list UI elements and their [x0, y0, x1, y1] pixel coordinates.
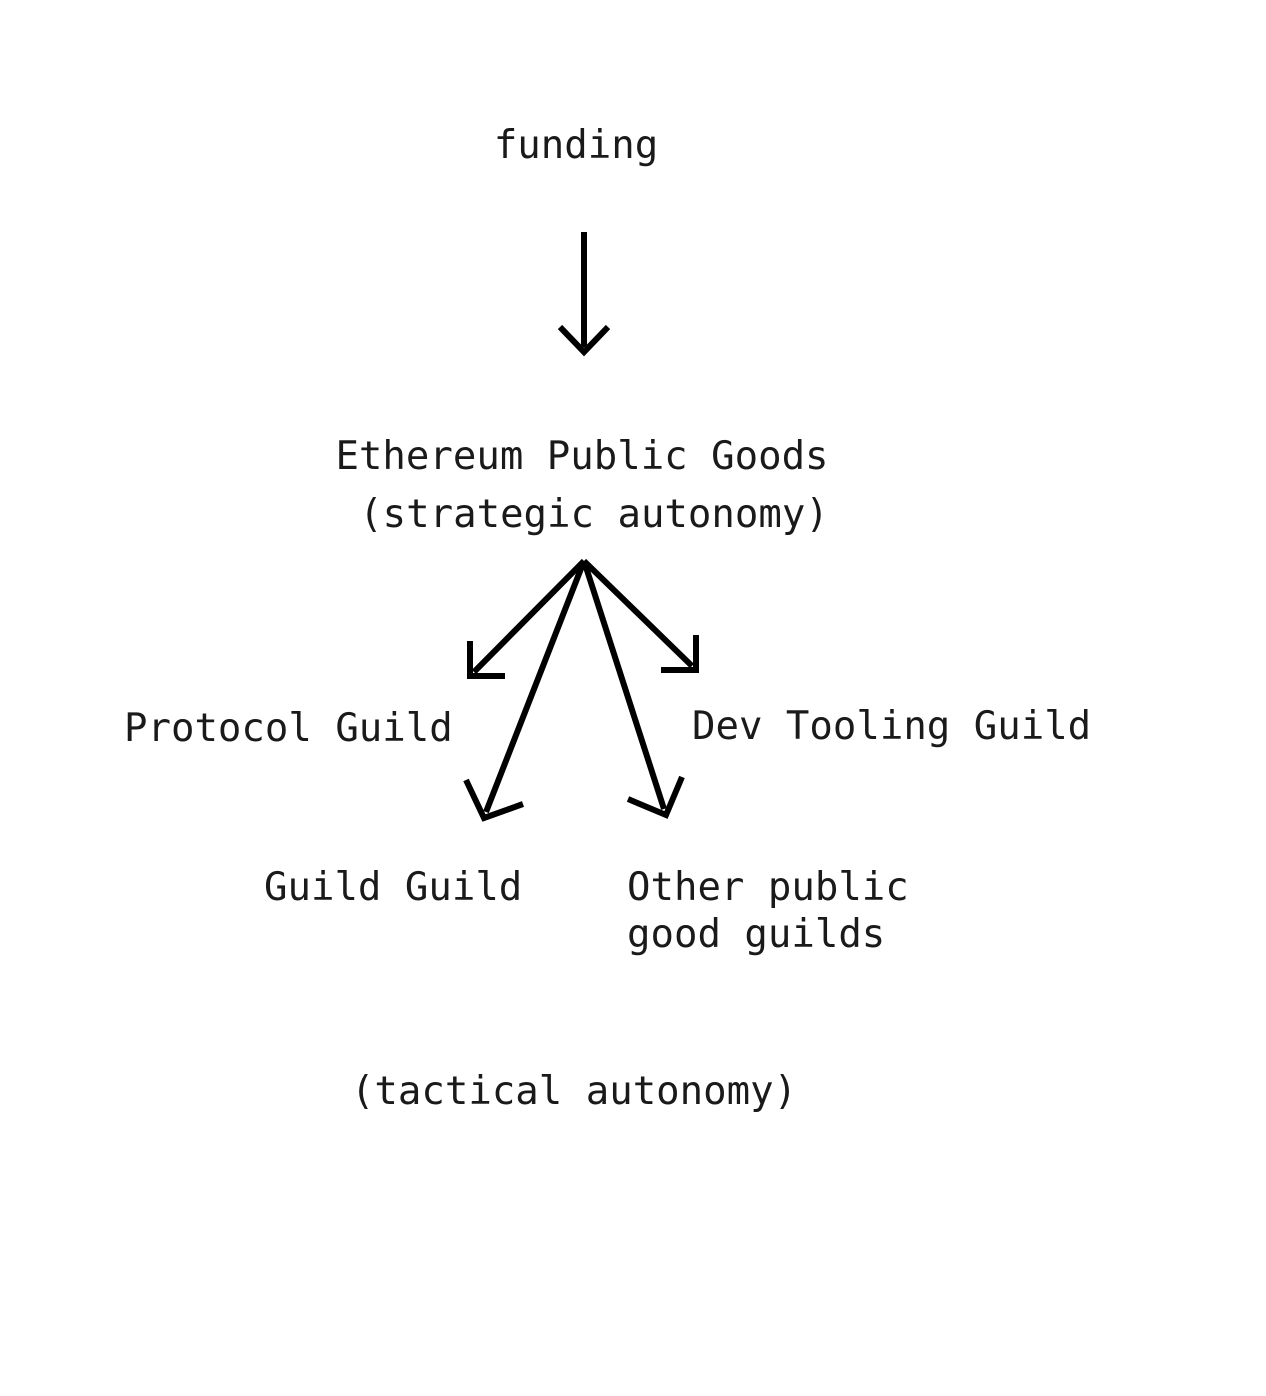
- node-guild-guild: Guild Guild: [264, 865, 523, 910]
- node-other-public-good-guilds-line-1: Other public: [627, 865, 909, 910]
- node-ethereum-public-goods: Ethereum Public Goods: [335, 434, 829, 479]
- arrow-funding-to-ethereum-public-goods: [557, 232, 611, 357]
- node-other-public-good-guilds-line-2: good guilds: [627, 912, 886, 957]
- node-tactical-autonomy: (tactical autonomy): [350, 1069, 798, 1114]
- node-funding: funding: [493, 123, 659, 168]
- arrow-ethereum-public-goods-to-guild-guild: [463, 559, 587, 822]
- arrow-ethereum-public-goods-to-dev-tooling-guild: [581, 558, 699, 673]
- node-protocol-guild: Protocol Guild: [124, 706, 453, 751]
- arrow-ethereum-public-goods-to-other-public-good-guilds: [581, 560, 685, 819]
- node-dev-tooling-guild: Dev Tooling Guild: [692, 704, 1092, 749]
- node-strategic-autonomy: (strategic autonomy): [359, 492, 829, 537]
- arrow-ethereum-public-goods-to-protocol-guild: [467, 558, 587, 679]
